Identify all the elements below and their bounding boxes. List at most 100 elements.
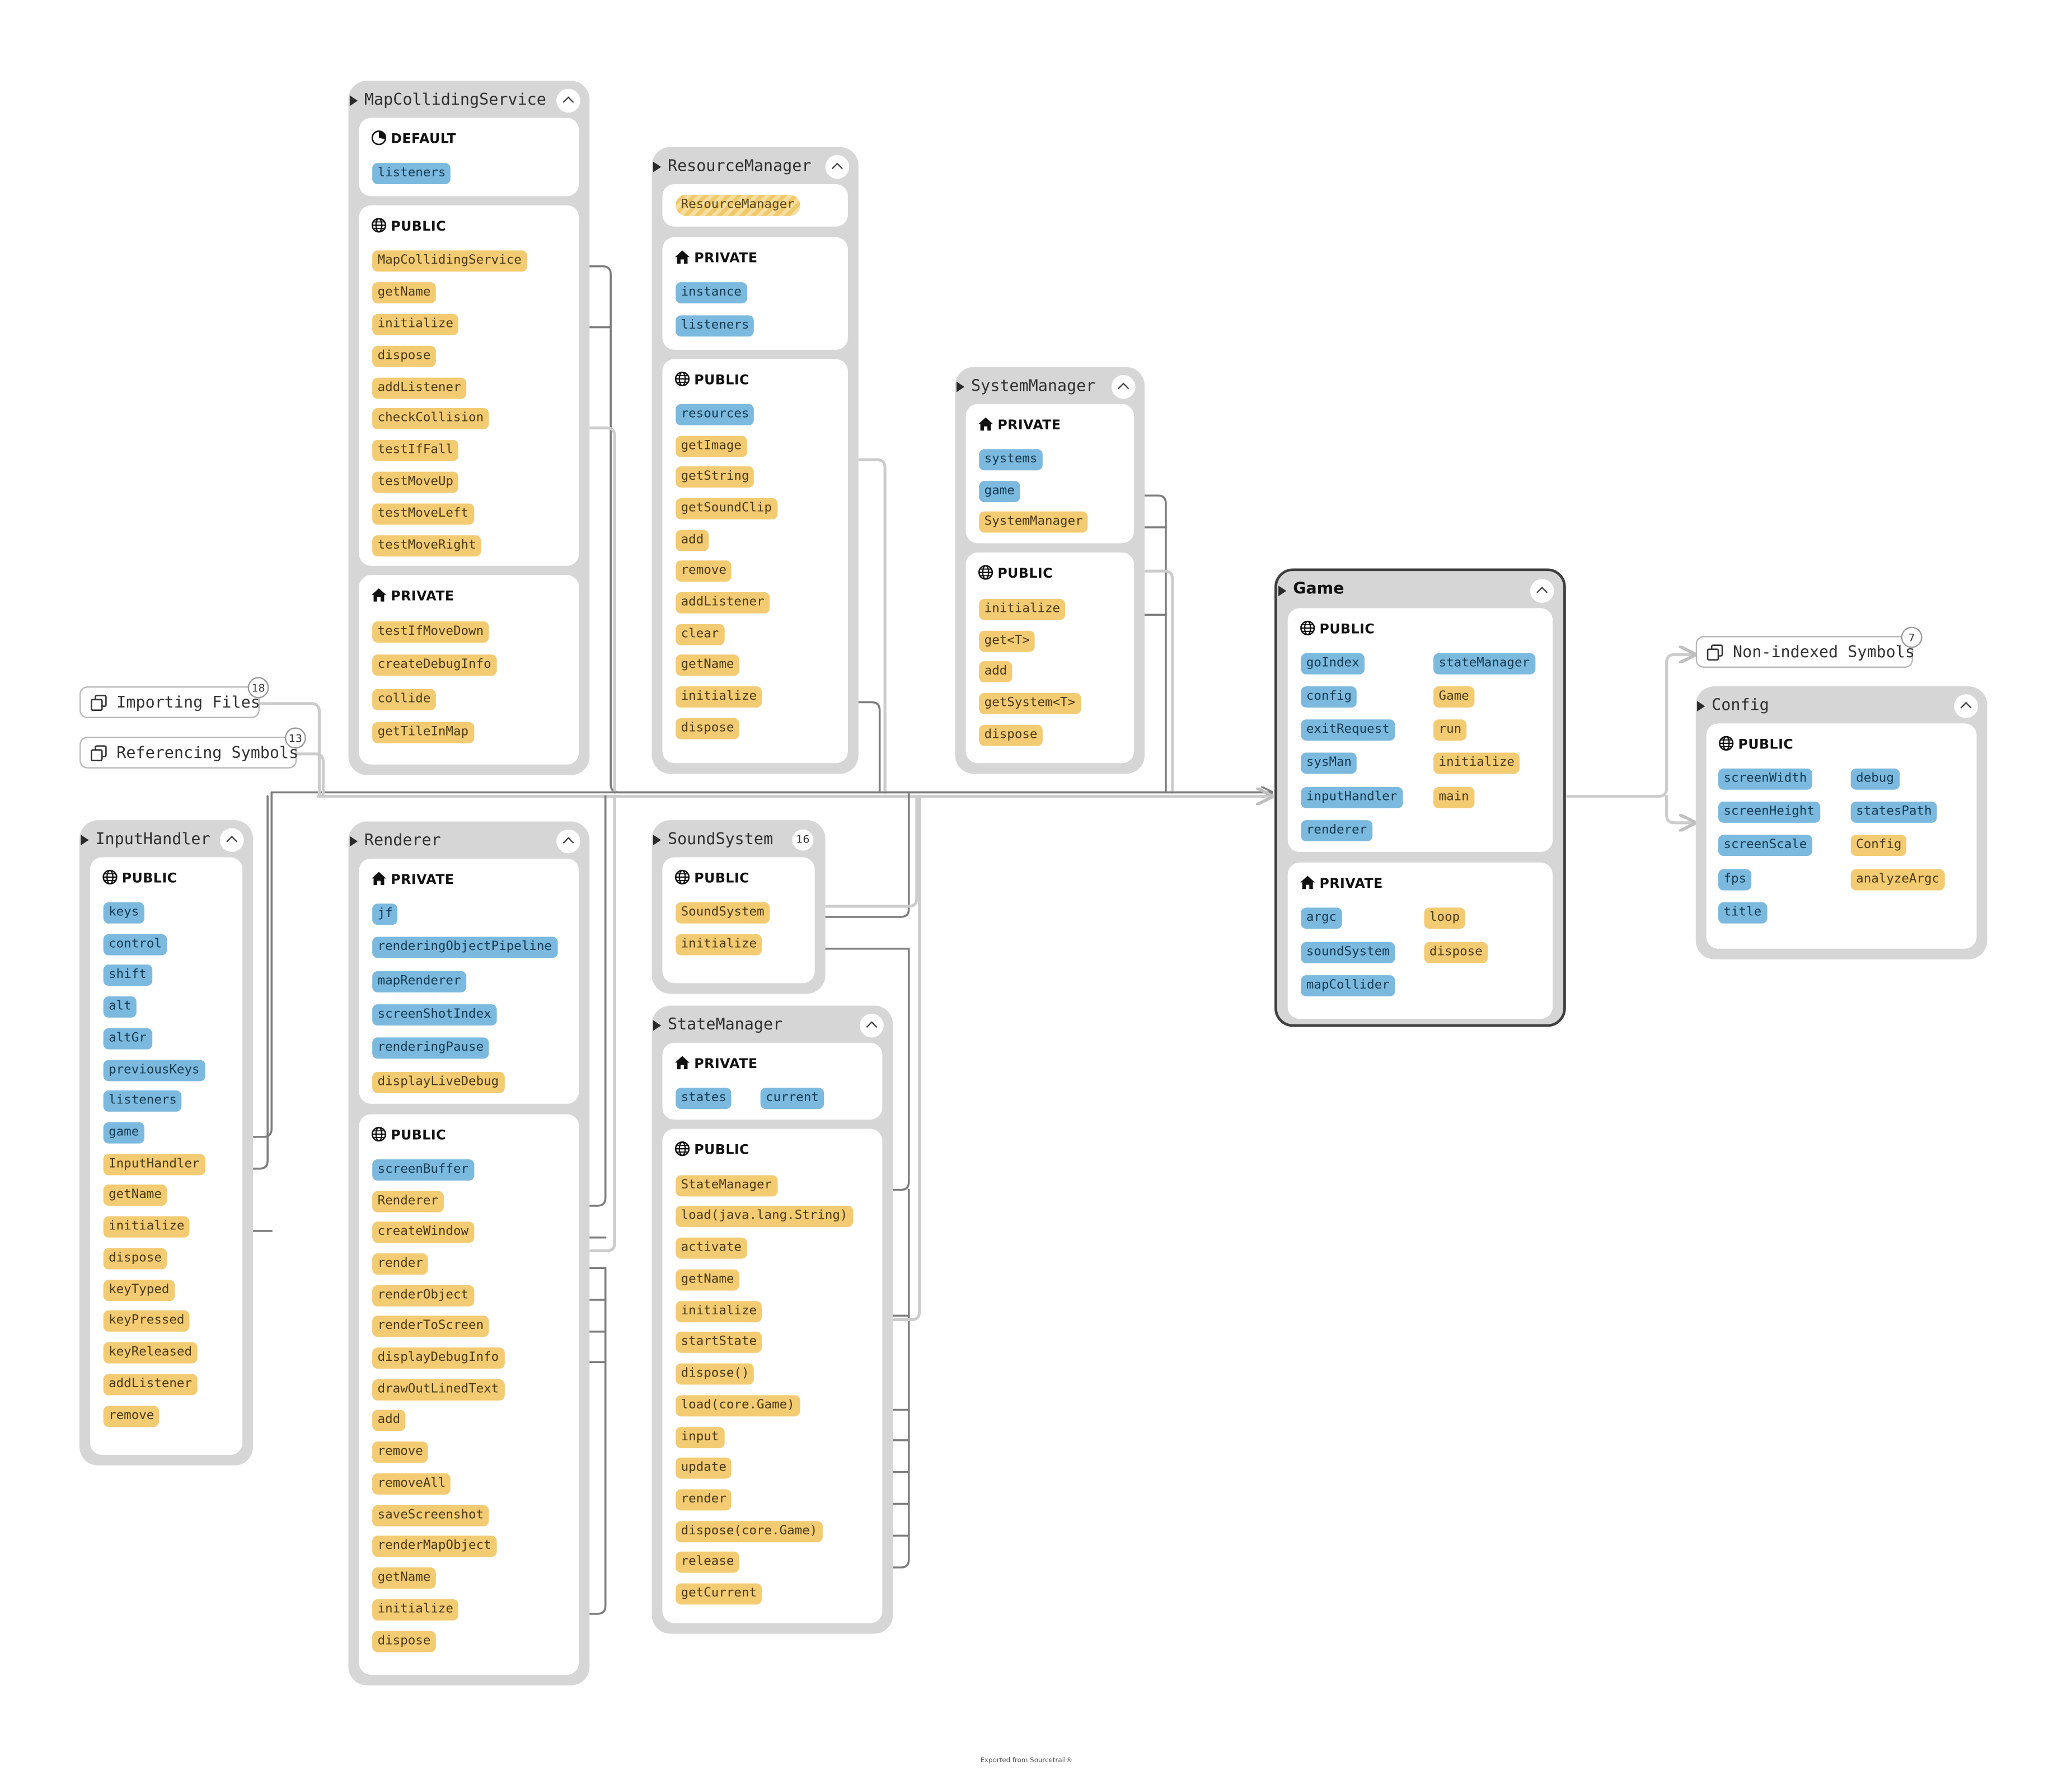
collapse-chevron-icon[interactable] [1530,579,1554,603]
member-dispose[interactable]: dispose [1424,942,1488,963]
expand-arrow-icon[interactable] [1697,701,1705,712]
member-key-typed[interactable]: keyTyped [103,1280,175,1301]
member-rendering-object-pipeline[interactable]: renderingObjectPipeline [372,936,557,958]
member-fps[interactable]: fps [1718,869,1752,891]
member-dispose[interactable]: dispose [979,724,1043,746]
member-game[interactable]: game [103,1122,144,1144]
collapse-chevron-icon[interactable] [1954,694,1978,718]
member-initialize[interactable]: initialize [676,934,762,956]
member-draw-out-lined-text[interactable]: drawOutLinedText [372,1379,504,1401]
node-title[interactable]: SystemManager [971,376,1096,395]
member-loop[interactable]: loop [1424,907,1465,929]
member-title[interactable]: title [1718,902,1767,924]
member-state-manager[interactable]: stateManager [1433,653,1535,675]
collapse-chevron-icon[interactable] [825,154,850,179]
member-render-to-screen[interactable]: renderToScreen [372,1315,489,1337]
member-states-path[interactable]: statesPath [1850,802,1938,823]
node-title[interactable]: Config [1712,695,1769,714]
member-listeners[interactable]: listeners [103,1090,182,1112]
member-get-name[interactable]: getName [676,1269,739,1291]
member-remove[interactable]: remove [372,1441,429,1463]
member-map-collider[interactable]: mapCollider [1301,975,1395,996]
node-title[interactable]: InputHandler [95,829,210,848]
member-collide[interactable]: collide [372,689,436,710]
member-debug[interactable]: debug [1850,768,1900,790]
member-sound-system[interactable]: SoundSystem [676,902,770,924]
member-dispose-core-game[interactable]: dispose(core.Game) [676,1521,823,1543]
member-get-string[interactable]: getString [676,466,754,488]
expand-arrow-icon[interactable] [653,161,662,172]
collapse-chevron-icon[interactable] [556,88,580,113]
member-create-window[interactable]: createWindow [372,1221,474,1243]
member-get-sound-clip[interactable]: getSoundClip [676,498,777,519]
node-title[interactable]: StateManager [667,1015,783,1034]
member-input-handler[interactable]: InputHandler [103,1154,205,1176]
member-initialize[interactable]: initialize [372,1599,459,1621]
member-remove[interactable]: remove [103,1406,160,1427]
member-alt[interactable]: alt [103,996,137,1018]
member-listeners[interactable]: listeners [372,163,451,185]
collapse-chevron-icon[interactable] [1111,374,1136,399]
member-get-current[interactable]: getCurrent [676,1583,762,1605]
node-header[interactable]: Renderer [349,822,590,861]
member-map-colliding-service[interactable]: MapCollidingService [372,250,527,272]
node-title[interactable]: Renderer [364,831,441,850]
member-add-listener[interactable]: addListener [676,592,770,614]
member-keys[interactable]: keys [103,902,144,924]
member-get-t[interactable]: get<T> [979,630,1035,652]
member-display-live-debug[interactable]: displayLiveDebug [372,1071,504,1093]
collapse-chevron-icon[interactable] [556,829,580,854]
member-initialize[interactable]: initialize [676,686,762,708]
member-config[interactable]: config [1301,686,1357,708]
member-dispose[interactable]: dispose() [676,1363,754,1385]
expand-arrow-icon[interactable] [956,381,965,392]
member-display-debug-info[interactable]: displayDebugInfo [372,1347,504,1369]
member-test-if-fall[interactable]: testIfFall [372,439,459,461]
member-key-pressed[interactable]: keyPressed [103,1310,190,1332]
expand-arrow-icon[interactable] [81,835,89,846]
node-header[interactable]: Config [1696,686,1987,726]
member-clear[interactable]: clear [676,624,724,645]
member-main[interactable]: main [1433,786,1475,808]
expand-arrow-icon[interactable] [653,1020,662,1031]
member-screen-shot-index[interactable]: screenShotIndex [372,1004,497,1026]
member-render[interactable]: render [372,1253,429,1275]
member-dispose[interactable]: dispose [103,1248,167,1270]
member-get-name[interactable]: getName [372,1567,436,1589]
member-input-handler[interactable]: inputHandler [1301,786,1403,808]
member-start-state[interactable]: startState [676,1331,762,1353]
member-get-system-t[interactable]: getSystem<T> [979,692,1081,714]
collapse-chevron-icon[interactable] [219,828,244,852]
member-resource-manager[interactable]: ResourceManager [676,194,800,216]
member-dispose[interactable]: dispose [372,1631,436,1652]
member-load-java-lang-string[interactable]: load(java.lang.String) [676,1205,853,1227]
node-header[interactable]: SystemManager [955,367,1145,407]
member-alt-gr[interactable]: altGr [103,1028,152,1050]
member-add-listener[interactable]: addListener [103,1374,198,1396]
member-listeners[interactable]: listeners [676,315,754,337]
member-load-core-game[interactable]: load(core.Game) [676,1395,800,1417]
member-renderer[interactable]: renderer [1301,820,1372,842]
member-screen-height[interactable]: screenHeight [1718,802,1820,823]
member-resources[interactable]: resources [676,404,754,425]
member-save-screenshot[interactable]: saveScreenshot [372,1505,489,1526]
member-game[interactable]: Game [1433,686,1475,708]
member-remove[interactable]: remove [676,560,732,582]
member-rendering-pause[interactable]: renderingPause [372,1037,489,1059]
member-create-debug-info[interactable]: createDebugInfo [372,654,497,676]
member-systems[interactable]: systems [979,449,1043,471]
member-key-released[interactable]: keyReleased [103,1342,198,1364]
member-test-move-left[interactable]: testMoveLeft [372,503,474,525]
member-test-if-move-down[interactable]: testIfMoveDown [372,621,489,643]
node-header[interactable]: StateManager [652,1006,893,1046]
member-screen-buffer[interactable]: screenBuffer [372,1159,474,1181]
member-state-manager[interactable]: StateManager [676,1175,777,1197]
member-initialize[interactable]: initialize [676,1301,762,1323]
